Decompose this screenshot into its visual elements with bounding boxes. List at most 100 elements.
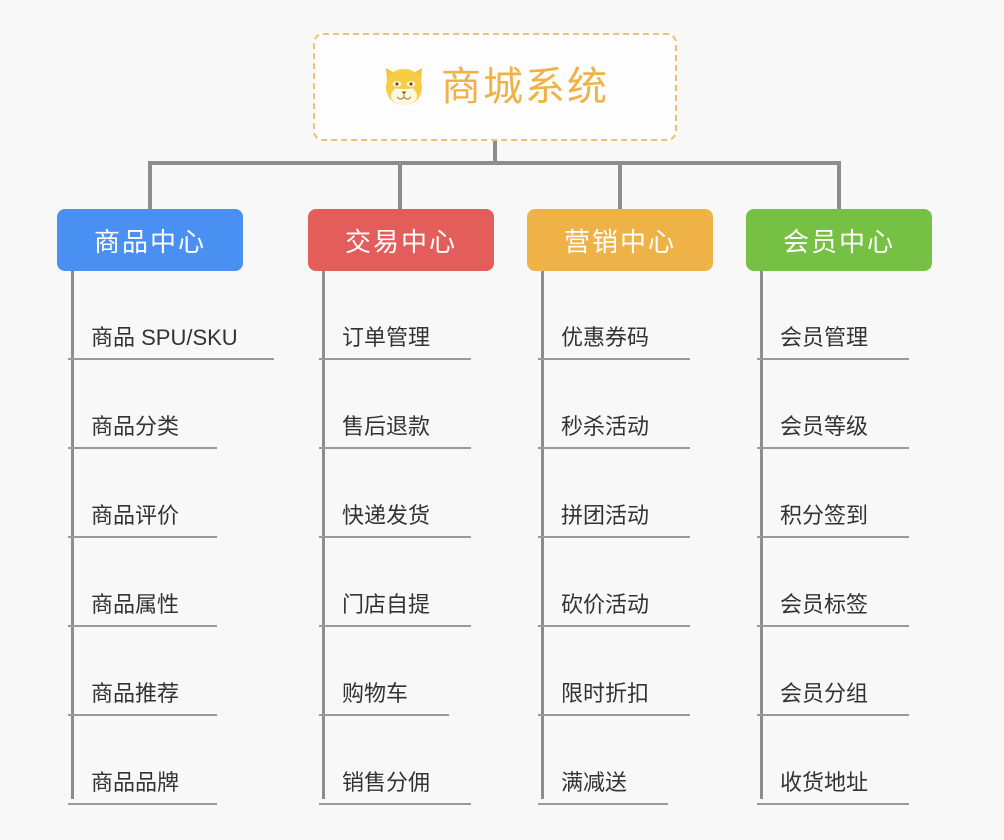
leaf-label: 购物车 [342, 680, 409, 706]
branch-header-2[interactable]: 交易中心 [308, 209, 494, 271]
branch-header-3[interactable]: 营销中心 [527, 209, 713, 271]
branch-header-label-3: 营销中心 [563, 226, 676, 257]
leaf-label: 商品评价 [91, 502, 180, 528]
branch-column-3: 营销中心 优惠券码 秒杀活动 拼团活动 砍价活动 限时折扣 [527, 209, 757, 805]
leaf-label: 会员分组 [780, 680, 869, 706]
connector-drop-branch-4 [837, 161, 841, 209]
leaf-underline [757, 536, 909, 538]
leaf-underline [538, 803, 668, 805]
leaf-item[interactable]: 快递发货 [308, 449, 471, 538]
branch-column-1: 商品中心 商品 SPU/SKU 商品分类 商品评价 商品属性 商品推荐 [57, 209, 302, 805]
leaf-item[interactable]: 满减送 [527, 716, 668, 805]
leaf-item[interactable]: 拼团活动 [527, 449, 690, 538]
leaf-item[interactable]: 商品品牌 [57, 716, 238, 805]
leaf-underline [68, 803, 217, 805]
leaf-underline [68, 536, 217, 538]
leaf-label: 商品属性 [91, 591, 180, 617]
leaf-item[interactable]: 会员等级 [746, 360, 909, 449]
connector-drop-branch-1 [148, 161, 152, 209]
branch-trunk-1 [71, 271, 74, 799]
branch-header-4[interactable]: 会员中心 [746, 209, 932, 271]
leaf-underline [538, 625, 690, 627]
leaf-label: 优惠券码 [561, 324, 650, 350]
branch-header-label-2: 交易中心 [344, 226, 457, 257]
branch-trunk-2 [322, 271, 325, 799]
leaf-underline [757, 714, 909, 716]
leaf-label: 收货地址 [780, 769, 869, 795]
leaf-underline [68, 625, 217, 627]
leaf-label: 商品 SPU/SKU [91, 324, 238, 350]
leaf-label: 限时折扣 [561, 680, 650, 706]
branch-column-2: 交易中心 订单管理 售后退款 快递发货 门店自提 购物车 [308, 209, 538, 805]
leaf-underline [538, 358, 690, 360]
leaf-label: 砍价活动 [561, 591, 650, 617]
leaf-item[interactable]: 商品 SPU/SKU [57, 271, 274, 360]
leaf-label: 秒杀活动 [561, 413, 650, 439]
leaf-label: 会员等级 [780, 413, 869, 439]
leaf-underline [319, 714, 449, 716]
branch-header-label-4: 会员中心 [782, 226, 895, 257]
leaf-item[interactable]: 收货地址 [746, 716, 909, 805]
leaf-item[interactable]: 商品评价 [57, 449, 238, 538]
leaf-label: 积分签到 [780, 502, 869, 528]
leaf-label: 会员标签 [780, 591, 869, 617]
leaf-underline [319, 803, 471, 805]
branch-leaf-list-3: 优惠券码 秒杀活动 拼团活动 砍价活动 限时折扣 满减送 [527, 271, 690, 805]
leaf-label: 商品分类 [91, 413, 180, 439]
leaf-underline [68, 447, 217, 449]
leaf-item[interactable]: 订单管理 [308, 271, 471, 360]
leaf-label: 门店自提 [342, 591, 431, 617]
connector-drop-branch-2 [398, 161, 402, 209]
leaf-underline [757, 625, 909, 627]
branch-header-1[interactable]: 商品中心 [57, 209, 243, 271]
connector-root-stem [493, 141, 497, 164]
leaf-item[interactable]: 砍价活动 [527, 538, 690, 627]
leaf-item[interactable]: 会员分组 [746, 627, 909, 716]
branch-trunk-3 [541, 271, 544, 799]
leaf-item[interactable]: 秒杀活动 [527, 360, 690, 449]
leaf-item[interactable]: 商品属性 [57, 538, 238, 627]
branch-leaf-list-2: 订单管理 售后退款 快递发货 门店自提 购物车 销售分佣 [308, 271, 471, 805]
leaf-underline [319, 536, 471, 538]
leaf-item[interactable]: 优惠券码 [527, 271, 690, 360]
leaf-label: 商品推荐 [91, 680, 180, 706]
leaf-underline [757, 358, 909, 360]
leaf-underline [538, 536, 690, 538]
root-node[interactable]: 商城系统 [313, 33, 677, 141]
leaf-label: 会员管理 [780, 324, 869, 350]
leaf-item[interactable]: 积分签到 [746, 449, 909, 538]
leaf-underline [319, 447, 471, 449]
leaf-label: 售后退款 [342, 413, 431, 439]
leaf-underline [757, 803, 909, 805]
leaf-label: 快递发货 [342, 502, 431, 528]
leaf-item[interactable]: 商品推荐 [57, 627, 238, 716]
leaf-item[interactable]: 限时折扣 [527, 627, 690, 716]
leaf-item[interactable]: 售后退款 [308, 360, 471, 449]
leaf-item[interactable]: 购物车 [308, 627, 449, 716]
leaf-underline [68, 358, 274, 360]
leaf-underline [319, 625, 471, 627]
connector-horizontal-bus [150, 161, 840, 165]
leaf-underline [68, 714, 217, 716]
leaf-underline [538, 447, 690, 449]
leaf-label: 满减送 [561, 769, 628, 795]
root-title: 商城系统 [441, 65, 609, 109]
leaf-label: 拼团活动 [561, 502, 650, 528]
branch-trunk-4 [760, 271, 763, 799]
leaf-label: 销售分佣 [342, 769, 431, 795]
leaf-item[interactable]: 会员管理 [746, 271, 909, 360]
leaf-label: 订单管理 [342, 324, 431, 350]
leaf-label: 商品品牌 [91, 769, 180, 795]
leaf-underline [757, 447, 909, 449]
leaf-underline [538, 714, 690, 716]
branch-header-label-1: 商品中心 [93, 226, 206, 257]
leaf-item[interactable]: 会员标签 [746, 538, 909, 627]
branch-leaf-list-4: 会员管理 会员等级 积分签到 会员标签 会员分组 收货地址 [746, 271, 909, 805]
shiba-dog-face-icon [381, 64, 427, 110]
connector-drop-branch-3 [618, 161, 622, 209]
leaf-item[interactable]: 门店自提 [308, 538, 471, 627]
leaf-item[interactable]: 销售分佣 [308, 716, 471, 805]
leaf-item[interactable]: 商品分类 [57, 360, 238, 449]
branch-leaf-list-1: 商品 SPU/SKU 商品分类 商品评价 商品属性 商品推荐 商品品牌 [57, 271, 274, 805]
